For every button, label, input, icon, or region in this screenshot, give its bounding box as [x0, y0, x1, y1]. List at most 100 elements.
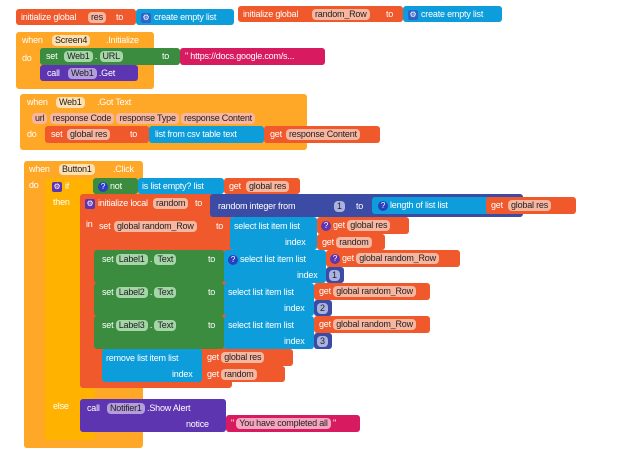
select-list-item-block[interactable]: ?select list item list index: [224, 250, 326, 283]
get-response-content-block[interactable]: get response Content: [264, 126, 380, 143]
select-list-item-block[interactable]: select list item list index: [224, 283, 314, 316]
number-value[interactable]: 2: [317, 303, 328, 314]
param-url[interactable]: url: [32, 113, 48, 124]
param-response-type[interactable]: response Type: [116, 113, 179, 124]
set-label2-text-block[interactable]: set Label2 . Text to: [94, 283, 224, 316]
variable-dropdown[interactable]: random: [336, 237, 372, 248]
gear-icon[interactable]: ⚙: [141, 13, 151, 23]
component-dropdown[interactable]: Label3: [115, 320, 148, 331]
url-text-block[interactable]: " https://docs.google.com/s...: [180, 48, 325, 65]
do-label: do: [27, 129, 37, 139]
set-label: set: [46, 51, 58, 61]
component-dropdown[interactable]: Label2: [115, 287, 148, 298]
variable-dropdown[interactable]: global res: [246, 181, 290, 192]
variable-dropdown[interactable]: global res: [347, 220, 391, 231]
local-name-field[interactable]: random: [153, 198, 189, 209]
gear-icon[interactable]: ⚙: [85, 199, 95, 209]
help-icon[interactable]: ?: [228, 255, 238, 265]
number-block[interactable]: 1: [326, 267, 344, 283]
list-from-csv-table-block[interactable]: list from csv table text: [149, 126, 264, 143]
not-block[interactable]: ?not: [93, 178, 138, 194]
property-dropdown[interactable]: URL: [99, 51, 123, 62]
call-web-get-block[interactable]: call Web1 .Get: [40, 65, 138, 81]
var-name[interactable]: random_Row: [312, 9, 370, 20]
get-global-random-row-block[interactable]: get global random_Row: [314, 283, 430, 300]
number-block[interactable]: 2: [314, 300, 332, 316]
help-icon[interactable]: ?: [330, 254, 340, 264]
get-random-block[interactable]: get random: [202, 366, 285, 382]
component-dropdown[interactable]: Screen4: [52, 35, 91, 46]
property-dropdown[interactable]: Text: [154, 254, 177, 265]
number-value[interactable]: 1: [329, 270, 340, 281]
url-text[interactable]: " https://docs.google.com/s...: [185, 51, 295, 61]
label: select list item list: [228, 320, 294, 330]
component-dropdown[interactable]: Web1: [64, 51, 93, 62]
label: random integer from: [218, 201, 296, 211]
variable-dropdown[interactable]: global random_Row: [333, 319, 416, 330]
set-label3-text-block[interactable]: set Label3 . Text to: [94, 316, 224, 349]
component-dropdown[interactable]: Button1: [59, 164, 95, 175]
variable-dropdown[interactable]: global random_Row: [114, 221, 197, 232]
get-label: get: [319, 286, 331, 296]
else-label: else: [53, 401, 69, 411]
variable-dropdown[interactable]: global random_Row: [356, 253, 439, 264]
component-dropdown[interactable]: Label1: [115, 254, 148, 265]
param-response-content[interactable]: response Content: [181, 113, 255, 124]
property-dropdown[interactable]: Text: [154, 287, 177, 298]
variable-dropdown[interactable]: random: [221, 369, 257, 380]
gear-icon[interactable]: ⚙: [52, 182, 62, 192]
remove-list-item-block[interactable]: remove list item list index: [102, 349, 202, 382]
get-global-random-row-block[interactable]: get global random_Row: [314, 316, 430, 333]
variable-dropdown[interactable]: global res: [221, 352, 265, 363]
to-label: to: [195, 198, 203, 208]
variable-dropdown[interactable]: global random_Row: [333, 286, 416, 297]
help-icon[interactable]: ?: [98, 182, 108, 192]
help-icon[interactable]: ?: [321, 221, 331, 231]
component-dropdown[interactable]: Notifier1: [107, 403, 145, 414]
get-global-res-block[interactable]: ?get global res: [317, 217, 409, 234]
set-global-res-block[interactable]: set global res to: [45, 126, 149, 143]
set-web-url-block[interactable]: set Web1 . URL to: [40, 48, 180, 65]
label: initialize local: [98, 198, 148, 208]
to-label: to: [130, 129, 138, 139]
var-name[interactable]: res: [88, 12, 106, 23]
variable-dropdown[interactable]: response Content: [286, 129, 360, 140]
set-global-random-row-block[interactable]: set global random_Row to: [94, 217, 230, 250]
variable-dropdown[interactable]: global res: [508, 200, 552, 211]
property-dropdown[interactable]: Text: [154, 320, 177, 331]
set-label1-text-block[interactable]: set Label1 . Text to: [94, 250, 224, 283]
param-response-code[interactable]: response Code: [49, 113, 115, 124]
gear-icon[interactable]: ⚙: [408, 10, 418, 20]
init-global-random-row-block[interactable]: initialize global random_Row to: [238, 6, 403, 22]
help-icon[interactable]: ?: [378, 201, 388, 211]
label: select list item list: [240, 254, 306, 264]
label: remove list item list: [106, 353, 179, 363]
get-random-block[interactable]: get random: [317, 234, 385, 250]
select-list-item-block[interactable]: select list item list index: [230, 217, 317, 250]
length-of-list-block[interactable]: ?length of list list: [372, 197, 520, 214]
get-label: get: [491, 200, 503, 210]
get-global-res-block[interactable]: get global res: [486, 197, 576, 214]
event-label: .Click: [113, 164, 134, 174]
text-block[interactable]: " You have completed all ": [226, 415, 360, 432]
dot: .: [149, 254, 153, 264]
get-global-res-block[interactable]: get global res: [202, 349, 293, 366]
in-label: in: [86, 219, 93, 229]
get-global-random-row-block[interactable]: ?get global random_Row: [326, 250, 460, 267]
component-dropdown[interactable]: Web1: [56, 97, 85, 108]
number-from[interactable]: 1: [334, 201, 345, 212]
init-global-res-block[interactable]: initialize global res to: [16, 9, 136, 25]
message-text[interactable]: You have completed all: [236, 418, 331, 429]
get-label: get: [333, 220, 345, 230]
create-empty-list-block[interactable]: ⚙create empty list: [403, 6, 502, 22]
number-value[interactable]: 3: [317, 336, 328, 347]
select-list-item-block[interactable]: select list item list index: [224, 316, 314, 349]
variable-dropdown[interactable]: global res: [67, 129, 111, 140]
number-block[interactable]: 3: [314, 333, 332, 349]
create-empty-list-block[interactable]: ⚙create empty list: [136, 9, 234, 25]
call-notifier-show-alert-block[interactable]: call Notifier1 .Show Alert notice: [80, 399, 226, 432]
component-dropdown[interactable]: Web1: [68, 68, 97, 79]
get-global-res-block[interactable]: get global res: [224, 178, 300, 194]
to-label: to: [208, 287, 216, 297]
is-list-empty-block[interactable]: is list empty? list: [138, 178, 224, 194]
